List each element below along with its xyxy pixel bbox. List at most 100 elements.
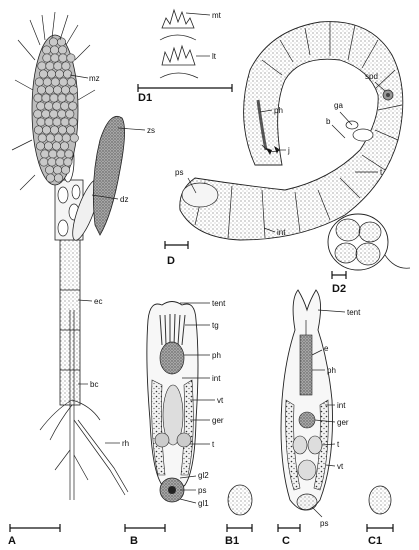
label-t-d: t bbox=[380, 168, 383, 177]
macrozooid bbox=[41, 125, 51, 135]
macrozooid bbox=[56, 149, 66, 159]
label-ec: ec bbox=[94, 297, 102, 306]
macrozooid bbox=[65, 109, 75, 119]
label-tent-b: tent bbox=[212, 299, 226, 308]
macrozooid bbox=[46, 69, 56, 79]
label-j: j bbox=[287, 146, 290, 155]
panel-d2-capsule bbox=[327, 213, 411, 271]
macrozooid bbox=[44, 117, 54, 127]
macrozooid bbox=[37, 133, 47, 143]
macrozooid bbox=[56, 37, 66, 47]
macrozooid bbox=[66, 125, 76, 135]
label-ph-d: ph bbox=[274, 106, 283, 115]
label-b: b bbox=[326, 117, 331, 126]
macrozooid bbox=[41, 109, 51, 119]
panel-label-b: B bbox=[130, 535, 138, 547]
macrozooid bbox=[34, 77, 44, 87]
label-int-d: int bbox=[277, 228, 286, 237]
macrozooid bbox=[69, 85, 79, 95]
label-gl1: gl1 bbox=[198, 499, 209, 508]
macrozooid bbox=[44, 85, 54, 95]
label-int-c: int bbox=[337, 401, 346, 410]
macrozooid bbox=[39, 157, 49, 167]
macrozooid bbox=[58, 53, 68, 63]
label-zs: zs bbox=[147, 126, 155, 135]
panel-label-c: C bbox=[282, 535, 290, 547]
macrozooid bbox=[66, 53, 76, 63]
label-gl2: gl2 bbox=[198, 471, 209, 480]
label-dz: dz bbox=[120, 195, 128, 204]
macrozooid bbox=[63, 157, 73, 167]
macrozooid bbox=[60, 101, 70, 111]
macrozooid bbox=[57, 125, 67, 135]
macrozooid bbox=[48, 37, 58, 47]
macrozooid bbox=[52, 85, 62, 95]
label-e: e bbox=[324, 344, 329, 353]
label-int-b: int bbox=[212, 374, 221, 383]
macrozooid bbox=[35, 141, 45, 151]
macrozooid bbox=[40, 149, 50, 159]
macrozooid bbox=[68, 117, 78, 127]
macrozooid bbox=[42, 77, 52, 87]
label-ps-b: ps bbox=[198, 486, 206, 495]
label-vt-c: vt bbox=[337, 462, 344, 471]
macrozooid bbox=[37, 61, 47, 71]
macrozooid bbox=[36, 85, 46, 95]
macrozooid bbox=[65, 93, 75, 103]
macrozooid bbox=[69, 133, 79, 143]
macrozooid bbox=[53, 173, 63, 183]
macrozooid bbox=[57, 93, 67, 103]
macrozooid bbox=[44, 101, 54, 111]
macrozooid bbox=[38, 69, 48, 79]
label-ger-c: ger bbox=[337, 418, 349, 427]
panel-c1-egg bbox=[368, 485, 392, 515]
panel-label-d1: D1 bbox=[138, 92, 152, 104]
macrozooid bbox=[54, 69, 64, 79]
macrozooid bbox=[55, 157, 65, 167]
macrozooid bbox=[36, 117, 46, 127]
panel-d1-teeth: mt lt bbox=[159, 8, 222, 79]
label-tent-c: tent bbox=[347, 308, 361, 317]
macrozooid bbox=[47, 157, 57, 167]
macrozooid bbox=[33, 109, 43, 119]
label-ph-b: ph bbox=[212, 351, 221, 360]
macrozooid bbox=[61, 61, 71, 71]
label-ps-d: ps bbox=[175, 168, 183, 177]
label-ps-c: ps bbox=[320, 519, 328, 528]
macrozooid bbox=[62, 69, 72, 79]
label-ger-b: ger bbox=[212, 416, 224, 425]
stalk bbox=[59, 234, 81, 406]
label-rh: rh bbox=[122, 439, 129, 448]
macrozooid bbox=[58, 77, 68, 87]
macrozooid bbox=[53, 61, 63, 71]
label-t-c: t bbox=[337, 440, 340, 449]
label-ph-c: ph bbox=[327, 366, 336, 375]
panel-c-worm bbox=[280, 289, 333, 511]
labels-panel-b: tent tg ph int vt ger t gl2 ps gl1 bbox=[179, 299, 226, 508]
label-vt-b: vt bbox=[217, 396, 224, 405]
labels-panel-c: tent e ph int ger t vt ps bbox=[311, 308, 361, 528]
macrozooid bbox=[50, 45, 60, 55]
macrozooid bbox=[49, 93, 59, 103]
panel-a-colony bbox=[11, 11, 129, 500]
macrozooid bbox=[33, 125, 43, 135]
label-mt: mt bbox=[212, 11, 222, 20]
macrozooid bbox=[42, 53, 52, 63]
macrozooid bbox=[45, 61, 55, 71]
macrozooid bbox=[45, 173, 55, 183]
macrozooid bbox=[45, 165, 55, 175]
macrozooid bbox=[49, 109, 59, 119]
labels-panel-d: spd ph ga b j t ps int bbox=[175, 72, 386, 237]
panel-label-a: A bbox=[8, 535, 16, 547]
label-ga: ga bbox=[334, 101, 343, 110]
macrozooid bbox=[61, 133, 71, 143]
macrozooid bbox=[41, 93, 51, 103]
labels-panel-a: mz zs dz ec bc rh bbox=[69, 74, 155, 448]
macrozooid bbox=[50, 77, 60, 87]
macrozooid bbox=[36, 101, 46, 111]
label-lt: lt bbox=[212, 52, 217, 61]
macrozooid bbox=[59, 141, 69, 151]
macrozooid bbox=[52, 117, 62, 127]
macrozooid bbox=[51, 141, 61, 151]
label-t-b: t bbox=[212, 440, 215, 449]
